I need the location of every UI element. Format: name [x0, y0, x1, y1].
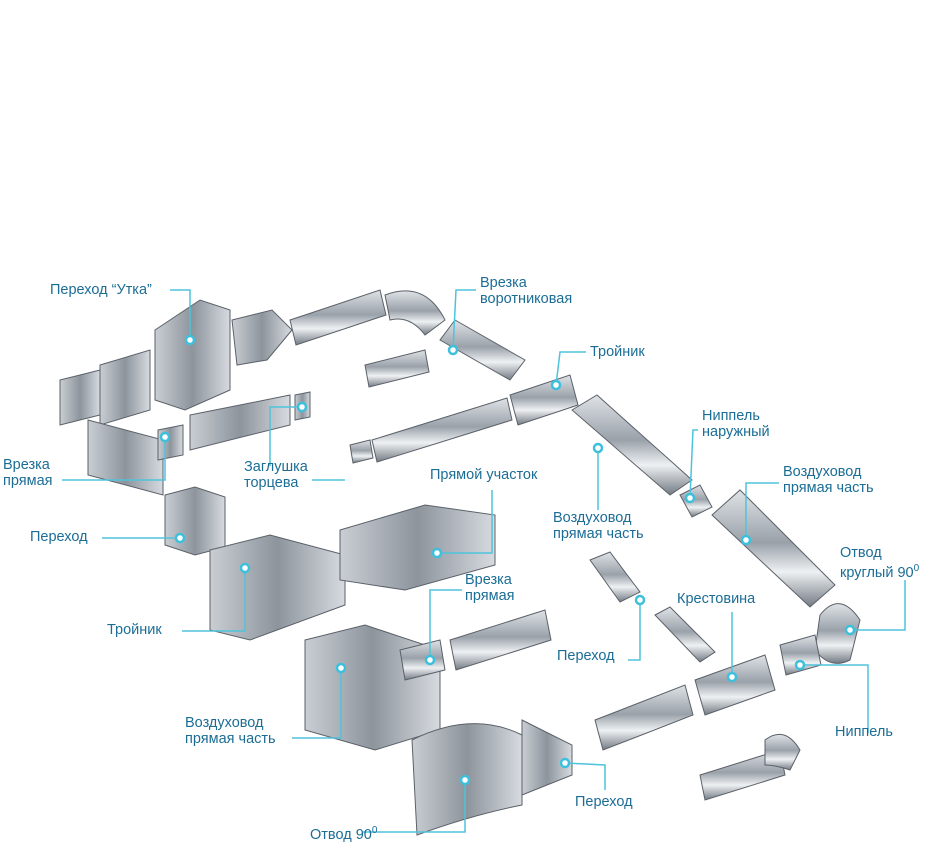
label-perehod-left: Переход — [30, 529, 88, 545]
label-line: Отвод — [840, 545, 882, 561]
label-line: Заглушка — [244, 459, 308, 475]
label-otvod-90: Отвод 900 — [310, 823, 377, 843]
degree-sup: 0 — [371, 825, 378, 836]
label-line: воротниковая — [480, 291, 573, 307]
degree-sup: 0 — [913, 563, 920, 574]
label-line: Воздуховод — [783, 464, 862, 480]
label-line: Воздуховод — [185, 715, 264, 731]
label-perehod-bottom: Переход — [575, 794, 633, 810]
label-nippel: Ниппель — [835, 724, 893, 740]
label-otvod-krugly: Отвод круглый 900 — [840, 545, 919, 581]
label-pryamoy-uchastok: Прямой участок — [430, 467, 538, 483]
label-troynik-round: Тройник — [590, 344, 645, 360]
leader-lines — [62, 289, 906, 833]
label-line: прямая — [3, 473, 53, 489]
rect-duct-parts — [59, 299, 573, 836]
label-krestovina: Крестовина — [677, 591, 756, 607]
label-line: наружный — [702, 424, 770, 440]
label-line: Врезка — [3, 457, 50, 473]
label-line: Отвод 90 — [310, 826, 372, 843]
label-line: Врезка — [480, 275, 527, 291]
label-line: круглый 90 — [840, 564, 914, 581]
label-line: Врезка — [465, 572, 512, 588]
label-perehod-utka: Переход “Утка” — [50, 282, 152, 298]
label-line: прямая — [465, 588, 515, 604]
label-line: Ниппель — [702, 408, 760, 424]
label-line: прямая часть — [185, 731, 276, 747]
label-line: торцева — [244, 475, 299, 491]
label-perehod-mid: Переход — [557, 648, 615, 664]
marker-dots — [159, 334, 856, 786]
label-line: прямая часть — [553, 526, 644, 542]
round-duct-parts — [289, 289, 861, 801]
label-line: Воздуховод — [553, 510, 632, 526]
label-line: прямая часть — [783, 480, 874, 496]
label-troynik-rect: Тройник — [107, 622, 162, 638]
